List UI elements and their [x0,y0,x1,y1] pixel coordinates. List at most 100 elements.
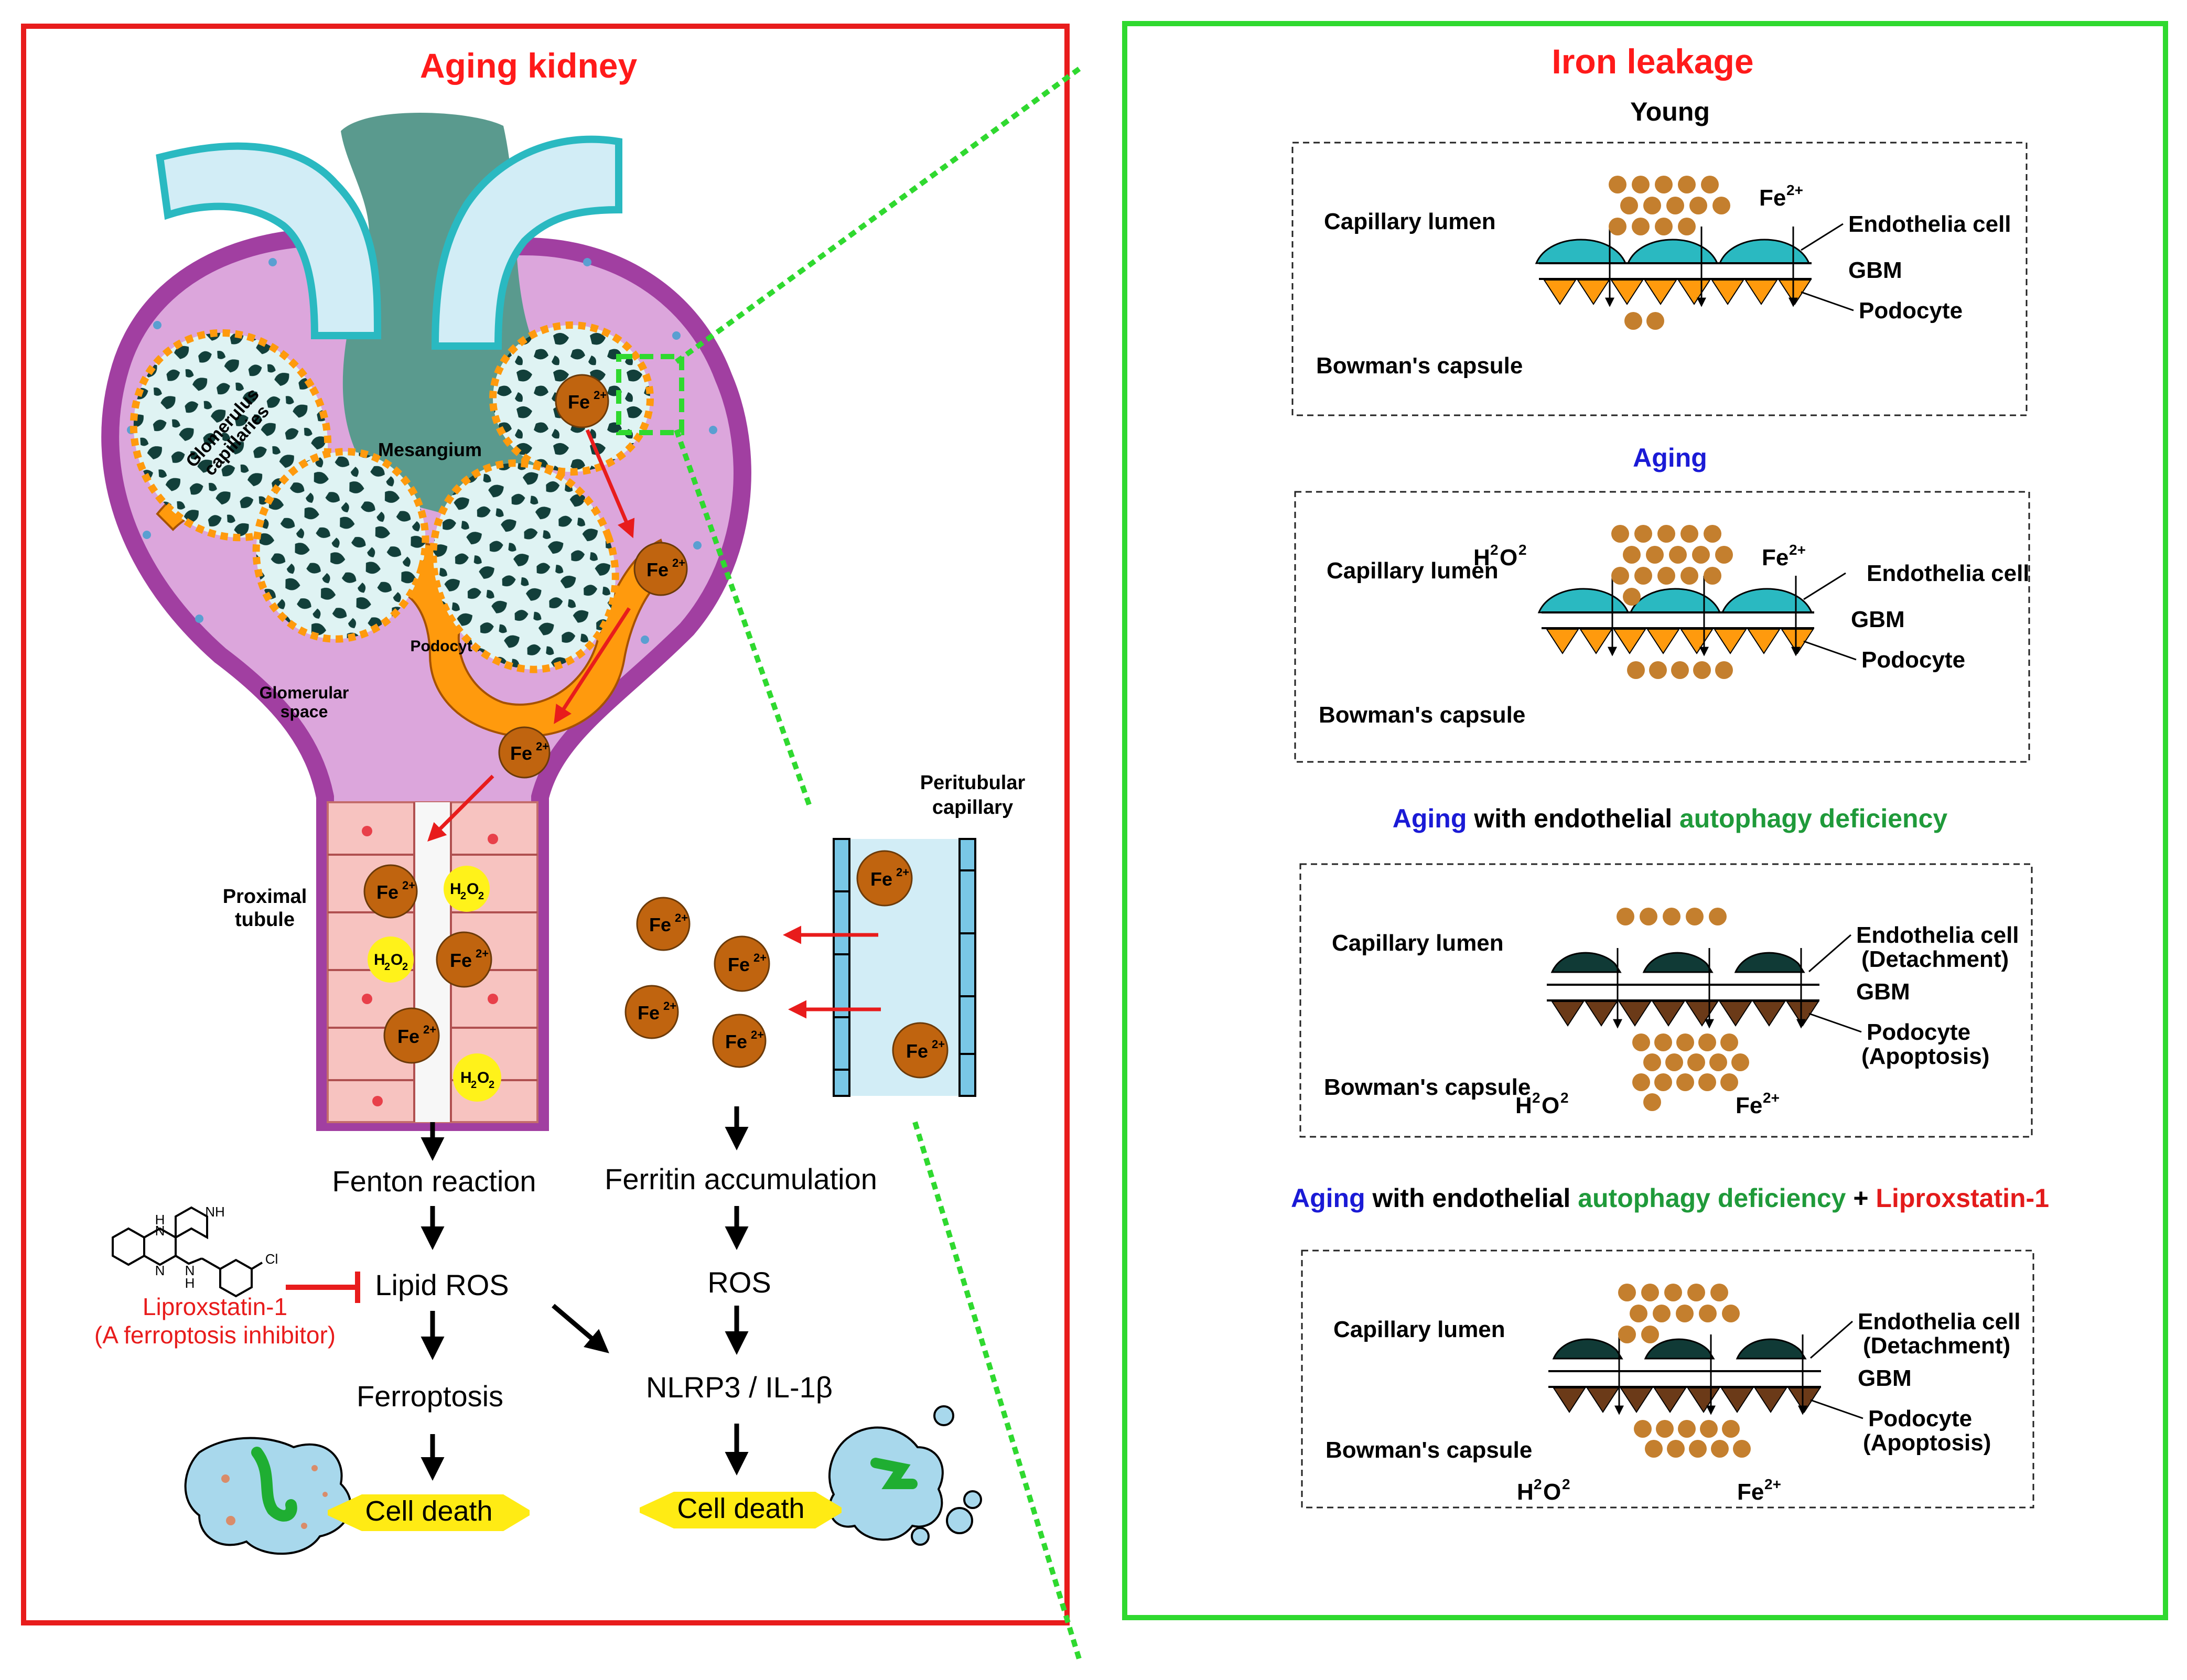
iron-ion-charge: 2+ [932,1038,945,1051]
iron-particle [1698,1073,1716,1091]
mesangium-label: Mesangium [378,439,482,460]
scenario-box [1301,1250,2034,1509]
heading-part: autophagy deficiency [1578,1183,1846,1213]
iron-particle [1654,1033,1672,1051]
podocyte-foot [1680,629,1714,654]
podocyte-foot [1543,279,1577,305]
iron-particle [1620,197,1638,214]
iron-particle [1731,1053,1749,1071]
iron-leak-arrows [427,429,881,1019]
label-h2o2-sup: 2 [1518,542,1527,558]
label-h2o2-sup: 2 [1562,1476,1570,1492]
endothelia-pointer [1810,1320,1853,1359]
scenario-heading: Aging with endothelial autophagy deficie… [1291,1183,2049,1213]
podocyte-foot [1652,1001,1685,1027]
iron-particle [1618,1326,1636,1343]
iron-particle [1641,1284,1659,1301]
scenario-box [1299,863,2033,1138]
endothelia-pointer [1803,572,1846,600]
iron-particle [1634,525,1652,543]
heading-part: Aging [1393,804,1467,833]
podocyte-foot [1620,1387,1653,1413]
endothelial-cell [1626,239,1719,264]
podocyte-foot [1778,279,1812,305]
podocyte-foot [1646,629,1680,654]
iron-ion-charge: 2+ [423,1023,436,1036]
podocyte-foot [1618,1001,1652,1027]
podocyte-foot [1644,279,1677,305]
podocyte-foot [1610,279,1644,305]
glomerulus-illustration: Mesangium Podocyte Glomerulus capillarie… [101,113,751,1131]
label-gbm: GBM [1851,607,1905,632]
iron-ion-label: Fe [725,1031,747,1052]
podocyte-foot [1786,1001,1819,1027]
label-bowman: Bowman's capsule [1319,702,1525,728]
iron-particle [1632,1073,1650,1091]
iron-particle [1634,567,1652,585]
label-h2o2-sup: 2 [1560,1090,1569,1106]
podocyte-foot [1577,279,1610,305]
left-panel-title: Aging kidney [420,46,638,85]
iron-ion-label: Fe [649,914,671,935]
iron-particle [1712,197,1730,214]
structure-nh-n: N [185,1263,195,1278]
inhibitor-name: Liproxstatin-1 [143,1293,287,1320]
label-h2o2: H [1473,545,1490,570]
endothelial-cell [1644,1338,1715,1360]
scenario-heading: Aging [1633,443,1707,472]
iron-particle [1623,588,1641,606]
podocyte-foot [1546,629,1579,654]
iron-particle [1630,1305,1647,1322]
glomerular-space-label-1: Glomerular [260,683,349,702]
h2o2-sub-1: 2 [460,890,466,902]
iron-particle [1657,525,1675,543]
iron-particle [1699,1305,1717,1322]
endothelial-cell [1550,952,1622,973]
iron-ion-charge: 2+ [675,911,688,924]
iron-ion-label: Fe [376,881,398,903]
heading-part: Aging [1633,443,1707,472]
podocyte-foot [1747,629,1781,654]
h2o2-h: H [450,880,461,898]
podocyte-foot [1553,1387,1586,1413]
iron-ion-label: Fe [510,742,532,764]
h2o2-h: H [460,1069,472,1086]
pathway-right-step3: NLRP3 / IL-1β [646,1371,833,1404]
iron-ion-label: Fe [906,1040,928,1062]
iron-ion-charge: 2+ [896,866,909,879]
h2o2-o: O [477,1069,489,1086]
iron-particle [1618,1284,1636,1301]
label-gbm: GBM [1856,979,1910,1005]
label-h2o2: H [1515,1093,1532,1118]
right-panel-title: Iron leakage [1552,42,1753,81]
iron-particle [1657,567,1675,585]
endothelial-cell [1552,1338,1623,1360]
label-fe: Fe [1737,1479,1764,1505]
h2o2-h: H [374,951,385,968]
iron-particle [1704,525,1721,543]
iron-particle [1609,176,1626,193]
label-bowman: Bowman's capsule [1316,353,1523,379]
iron-particle [1692,546,1710,564]
label-endothelia: Endothelia cell [1867,561,2030,586]
label-fe-charge: 2+ [1764,1476,1781,1492]
label-h2o2: H [1517,1479,1534,1505]
efferent-arteriole [431,135,622,350]
ferroptotic-cell [184,1437,352,1555]
iron-particle [1617,908,1634,925]
iron-ion-label: Fe [450,950,472,971]
iron-particle [1680,525,1698,543]
iron-particle [1611,567,1629,585]
iron-particle [1701,176,1719,193]
iron-particle [1700,1420,1718,1438]
label-podocyte-sub: (Apoptosis) [1863,1430,1991,1456]
scenario-heading: Aging with endothelial autophagy deficie… [1393,804,1948,833]
structure-cl: Cl [265,1251,278,1267]
iron-particle [1665,1053,1683,1071]
